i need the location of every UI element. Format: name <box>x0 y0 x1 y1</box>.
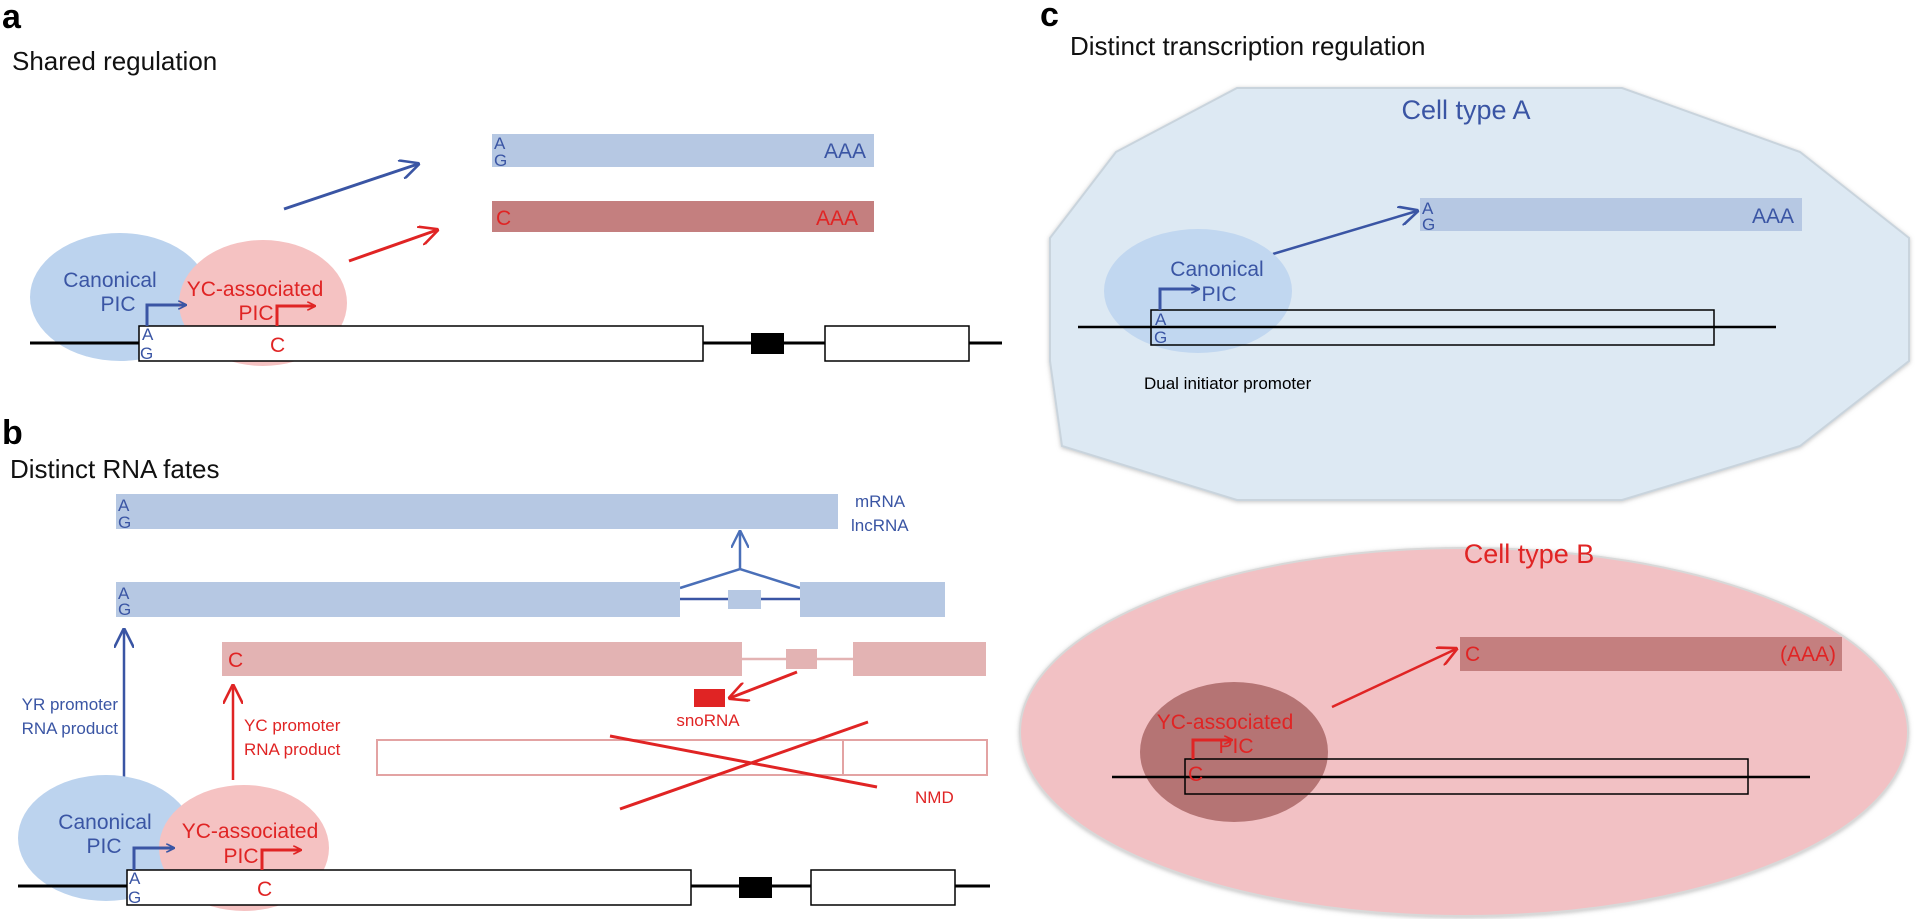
cell-a-pic-label-2: PIC <box>1201 283 1236 306</box>
panel-a-tss-c: C <box>270 334 285 357</box>
panel-b-nmd-label: NMD <box>915 788 954 807</box>
cell-a-canonical-pic <box>1104 229 1292 353</box>
panel-b: b Distinct RNA fates A G mRNA lncRNA A G… <box>2 414 990 911</box>
panel-b-letter: b <box>2 414 23 452</box>
panel-a-blue-tss-arrow <box>145 305 186 326</box>
cell-b-transcript-tail: (AAA) <box>1780 643 1836 666</box>
cell-b-pic-label-1: YC-associated <box>1157 711 1294 734</box>
cell-a-tss-g: G <box>1154 328 1167 347</box>
panel-a: a Shared regulation A G AAA C AAA Canoni… <box>2 0 1002 366</box>
panel-b-yc-pic-label-2: PIC <box>223 845 258 868</box>
panel-b-snorna-box <box>694 689 725 707</box>
panel-b-yc-transcript-start: C <box>228 649 243 672</box>
panel-c: c Distinct transcription regulation Cell… <box>1019 0 1910 917</box>
panel-b-mrna-transcript <box>116 494 838 529</box>
cell-type-a-shape <box>1049 87 1910 501</box>
panel-b-yc-intron-element <box>786 649 817 669</box>
cell-a-transcript-tail: AAA <box>1752 205 1794 228</box>
cell-a-promoter-label: Dual initiator promoter <box>1144 374 1312 393</box>
panel-a-red-transcript-start: C <box>496 207 511 230</box>
panel-a-tss-a: A <box>142 325 154 344</box>
cell-b-transcript-start: C <box>1465 643 1480 666</box>
cell-a-tss-arrow <box>1158 289 1199 310</box>
cell-a-tss-a: A <box>1155 310 1167 329</box>
panel-b-yc-transcript-exon-1 <box>222 642 742 676</box>
panel-b-pre-mrna-start-g: G <box>118 600 131 619</box>
cell-b-transcript <box>1460 637 1842 671</box>
panel-a-yc-pic-label-1: YC-associated <box>187 278 324 301</box>
cell-a-expression-arrow <box>1272 211 1417 256</box>
cell-a-transcript-start-a: A <box>1422 199 1434 218</box>
cell-a-gene-body <box>1150 309 1715 346</box>
panel-a-red-transcript-tail: AAA <box>816 207 858 230</box>
panel-b-lncrna-label: lncRNA <box>851 516 909 535</box>
panel-b-exon-1 <box>126 869 692 906</box>
panel-b-nmd-transcript <box>376 739 988 776</box>
panel-b-tss-c: C <box>257 878 272 901</box>
panel-b-splice-caret <box>679 567 801 590</box>
panel-b-tss-g: G <box>128 888 141 907</box>
panel-b-yc-pic-label-1: YC-associated <box>182 820 319 843</box>
cell-b-tss-c: C <box>1188 763 1203 786</box>
panel-c-title: Distinct transcription regulation <box>1070 31 1426 61</box>
cell-b-tss-arrow <box>1191 740 1232 759</box>
panel-b-pre-mrna-exon-1 <box>116 582 680 617</box>
panel-b-black-element <box>739 877 772 898</box>
panel-a-exon-1 <box>138 325 704 362</box>
panel-a-blue-transcript-tail: AAA <box>824 140 866 163</box>
panel-a-yc-pic-label-2: PIC <box>238 302 273 325</box>
panel-b-yr-product-label-2: RNA product <box>22 719 119 738</box>
panel-a-exon-2 <box>824 325 970 362</box>
panel-a-red-arrow <box>348 230 437 263</box>
panel-b-yc-product-label-2: RNA product <box>244 740 341 759</box>
panel-a-black-element <box>751 333 784 354</box>
panel-b-canonical-pic-label-1: Canonical <box>58 811 151 834</box>
panel-b-yr-product-label-1: YR promoter <box>22 695 119 714</box>
panel-a-title: Shared regulation <box>12 46 217 76</box>
cell-b-pic-label-2: PIC <box>1218 735 1253 758</box>
cell-type-a-title: Cell type A <box>1401 95 1530 125</box>
panel-a-blue-arrow <box>283 164 418 211</box>
panel-b-pre-mrna-intron-element <box>728 590 761 609</box>
panel-a-canonical-pic-label-1: Canonical <box>63 269 156 292</box>
cell-type-b-title: Cell type B <box>1464 539 1595 569</box>
panel-b-exon-2 <box>810 869 956 906</box>
panel-c-letter: c <box>1040 0 1059 34</box>
panel-a-tss-g: G <box>140 344 153 363</box>
cell-a-transcript <box>1420 198 1802 231</box>
panel-b-blue-tss-arrow <box>132 848 174 870</box>
panel-b-red-tss-arrow <box>260 850 301 870</box>
cell-b-expression-arrow <box>1331 649 1456 709</box>
cell-b-gene-body <box>1184 758 1749 795</box>
panel-b-nmd-cross-1 <box>609 734 878 789</box>
panel-b-yc-product-label-1: YC promoter <box>244 716 341 735</box>
panel-b-mrna-start-a: A <box>118 496 130 515</box>
panel-b-mrna-start-g: G <box>118 513 131 532</box>
panel-b-tss-a: A <box>129 869 141 888</box>
panel-a-blue-transcript <box>492 134 874 167</box>
panel-b-snorna-arrow <box>730 670 798 698</box>
panel-b-canonical-pic-label-2: PIC <box>86 835 121 858</box>
panel-b-nmd-cross-2 <box>619 720 869 811</box>
cell-b-yc-pic <box>1140 682 1328 822</box>
panel-b-pre-mrna-exon-2 <box>800 582 945 617</box>
panel-b-pre-mrna-start-a: A <box>118 584 130 603</box>
cell-a-transcript-start-g: G <box>1422 215 1435 234</box>
panel-a-blue-transcript-start-a: A <box>494 134 506 153</box>
panel-b-yc-transcript-exon-2 <box>853 642 986 676</box>
panel-a-letter: a <box>2 0 22 36</box>
panel-b-mrna-label: mRNA <box>855 492 906 511</box>
panel-a-red-tss-arrow <box>275 306 315 326</box>
panel-b-snorna-label: snoRNA <box>676 711 740 730</box>
panel-b-title: Distinct RNA fates <box>10 454 220 484</box>
cell-a-pic-label-1: Canonical <box>1170 258 1263 281</box>
panel-a-blue-transcript-start-g: G <box>494 151 507 170</box>
panel-a-red-transcript <box>492 201 874 232</box>
panel-a-canonical-pic-label-2: PIC <box>100 293 135 316</box>
